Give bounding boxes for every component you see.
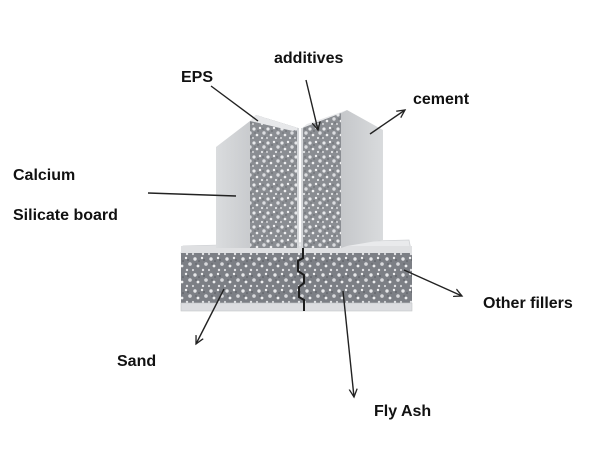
other-fillers-pointer <box>403 269 462 296</box>
eps-pointer <box>210 85 259 122</box>
left-wall-panel <box>216 115 299 248</box>
base-bottom-board <box>180 302 413 312</box>
base-top-board <box>181 246 412 253</box>
base-core <box>181 253 412 304</box>
eps-label: EPS <box>181 69 214 86</box>
fly-ash-label: Fly Ash <box>374 403 432 420</box>
sand-label: Sand <box>117 353 157 370</box>
right-core <box>302 113 341 248</box>
base-joint <box>297 247 305 311</box>
pointer-lines <box>147 79 462 397</box>
fly-ash-pointer <box>342 290 354 397</box>
additives-label: additives <box>274 50 344 67</box>
calcium-silicate-pointer <box>147 192 237 197</box>
sand-pointer <box>196 288 225 344</box>
right-wall-panel <box>301 110 383 248</box>
left-core <box>250 115 298 248</box>
left-board-face <box>216 121 250 248</box>
cement-label: cement <box>413 91 470 108</box>
left-top-edge <box>250 115 298 131</box>
right-board-face <box>341 110 383 248</box>
cement-pointer <box>369 110 405 135</box>
silicate-board-label: Silicate board <box>13 207 118 224</box>
base-panel <box>180 239 413 312</box>
additives-pointer <box>305 79 318 130</box>
other-fillers-label: Other fillers <box>483 295 573 312</box>
calcium-label: Calcium <box>13 167 76 184</box>
